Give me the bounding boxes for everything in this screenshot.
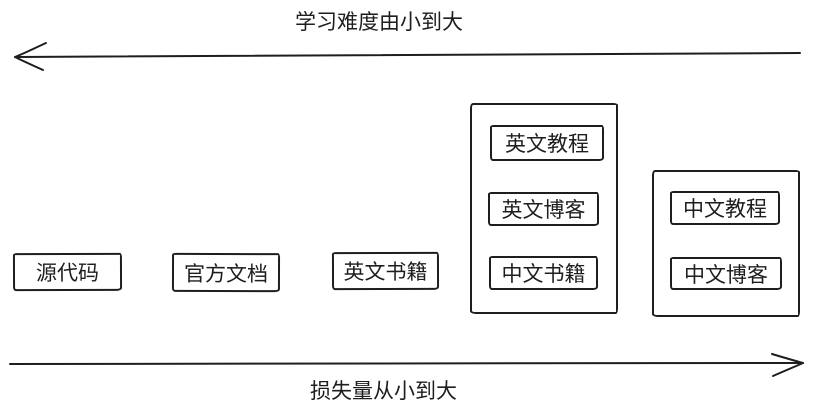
box-english-tutorials: 英文教程	[490, 125, 604, 161]
top-axis-label: 学习难度由小到大	[295, 11, 463, 34]
box-chinese-blogs: 中文博客	[670, 257, 782, 290]
group-english-tutorials-blogs-chinese-books: 英文教程 英文博客 中文书籍	[470, 103, 618, 314]
arrow-left-icon	[14, 42, 801, 71]
bottom-axis-label: 损失量从小到大	[310, 380, 457, 403]
box-chinese-books: 中文书籍	[489, 256, 598, 290]
box-english-books: 英文书籍	[331, 251, 440, 291]
group-chinese-tutorials-blogs: 中文教程 中文博客	[652, 170, 800, 317]
box-source-code: 源代码	[12, 252, 123, 292]
box-english-blogs: 英文博客	[488, 192, 599, 226]
arrow-right-icon	[9, 353, 804, 377]
box-official-docs: 官方文档	[171, 252, 281, 293]
box-chinese-tutorials: 中文教程	[670, 191, 780, 225]
